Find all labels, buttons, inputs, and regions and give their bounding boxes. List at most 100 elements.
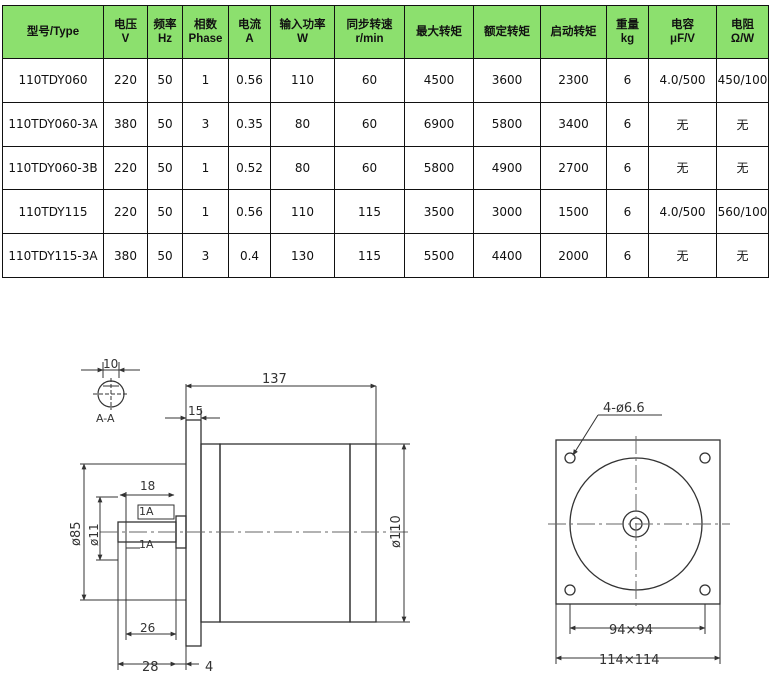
table-cell: 3000 (473, 189, 541, 235)
dim-pilot-height: 4 (205, 660, 213, 675)
table-cell: 2700 (540, 145, 607, 191)
header-model: 型号/Type (2, 5, 104, 59)
table-cell: 3600 (473, 58, 541, 103)
dim-shaft-length: 28 (142, 660, 159, 675)
section-view (81, 362, 140, 410)
dim-shaft-key-span: 26 (140, 621, 155, 635)
table-cell: 1 (182, 145, 229, 191)
motor-side-view (117, 419, 377, 647)
table-cell: 4.0/500 (648, 58, 717, 103)
section-label: A-A (96, 412, 115, 425)
header-max-torque: 最大转矩 (404, 5, 474, 59)
table-cell: 6 (606, 189, 649, 235)
dim-shaft-key-length: 18 (140, 479, 155, 493)
table-cell: 3 (182, 233, 229, 278)
table-cell: 115 (334, 189, 405, 235)
header-start-torque: 启动转矩 (540, 5, 607, 59)
table-cell: 380 (103, 233, 148, 278)
table-cell: 6 (606, 58, 649, 103)
table-cell: 115 (334, 233, 405, 278)
table-cell: 4400 (473, 233, 541, 278)
table-cell: 5800 (473, 101, 541, 147)
table-cell: 220 (103, 58, 148, 103)
table-cell: 110 (270, 189, 335, 235)
dim-flange-thickness: 15 (188, 404, 203, 418)
table-cell: 无 (648, 101, 717, 147)
table-cell: 2300 (540, 58, 607, 103)
table-cell: 110TDY060 (2, 58, 104, 103)
table-cell: 无 (716, 101, 769, 147)
table-cell: 50 (147, 145, 183, 191)
table-cell: 1 (182, 189, 229, 235)
table-cell: 2000 (540, 233, 607, 278)
table-cell: 0.35 (228, 101, 271, 147)
table-cell: 380 (103, 101, 148, 147)
table-cell: 3500 (404, 189, 474, 235)
table-cell: 4.0/500 (648, 189, 717, 235)
table-cell: 110TDY115-3A (2, 233, 104, 278)
table-cell: 50 (147, 189, 183, 235)
dim-flange-size: 114×114 (599, 653, 660, 668)
table-cell: 60 (334, 145, 405, 191)
table-cell: 6900 (404, 101, 474, 147)
dim-section-width: 10 (103, 357, 118, 371)
table-cell: 6 (606, 233, 649, 278)
table-cell: 无 (716, 233, 769, 278)
table-cell: 无 (648, 233, 717, 278)
table-cell: 4500 (404, 58, 474, 103)
table-cell: 1500 (540, 189, 607, 235)
table-cell: 110TDY060-3B (2, 145, 104, 191)
motor-dimension-drawing: 10 A-A (69, 357, 730, 675)
table-cell: 110 (270, 58, 335, 103)
table-cell: 0.56 (228, 58, 271, 103)
table-cell: 450/100 (716, 58, 769, 103)
header-rated-torque: 额定转矩 (473, 5, 541, 59)
dim-length-total: 137 (262, 372, 287, 387)
table-cell: 无 (648, 145, 717, 191)
section-mark-bottom: 1A (139, 538, 154, 551)
table-cell: 0.52 (228, 145, 271, 191)
table-cell: 110TDY115 (2, 189, 104, 235)
table-cell: 60 (334, 58, 405, 103)
table-cell: 3 (182, 101, 229, 147)
table-cell: 5800 (404, 145, 474, 191)
dim-body-diameter: ø110 (389, 515, 404, 548)
dim-pilot-diameter: ø85 (69, 522, 84, 547)
table-cell: 50 (147, 233, 183, 278)
table-cell: 80 (270, 145, 335, 191)
table-cell: 无 (716, 145, 769, 191)
table-cell: 5500 (404, 233, 474, 278)
table-cell: 0.56 (228, 189, 271, 235)
table-cell: 50 (147, 101, 183, 147)
table-cell: 3400 (540, 101, 607, 147)
table-cell: 220 (103, 189, 148, 235)
side-view-dimensions (80, 383, 410, 670)
dim-shaft-diameter: ø11 (87, 523, 101, 546)
table-cell: 130 (270, 233, 335, 278)
table-cell: 80 (270, 101, 335, 147)
table-cell: 4900 (473, 145, 541, 191)
table-cell: 560/100 (716, 189, 769, 235)
table-cell: 110TDY060-3A (2, 101, 104, 147)
table-cell: 6 (606, 145, 649, 191)
dim-mounting-holes: 4-ø6.6 (603, 401, 645, 416)
table-cell: 60 (334, 101, 405, 147)
front-view-centerlines (548, 436, 730, 610)
table-cell: 50 (147, 58, 183, 103)
motor-front-view (555, 439, 721, 605)
